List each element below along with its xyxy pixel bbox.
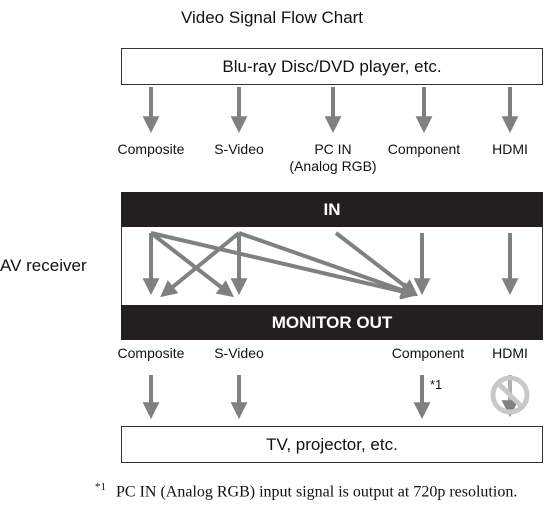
output-label-composite: Composite — [117, 345, 185, 361]
output-label-svideo: S-Video — [214, 345, 264, 361]
component-output-footnote-marker: *1 — [430, 377, 443, 392]
route-composite-component — [150, 231, 418, 300]
route-composite-svideo — [149, 231, 234, 298]
input-label-composite: Composite — [117, 141, 185, 157]
output-label-component: Component — [391, 345, 465, 361]
source-device-box: Blu-ray Disc/DVD player, etc. — [121, 48, 543, 85]
in-bar: IN — [121, 192, 543, 227]
in-bar-label: IN — [323, 199, 341, 219]
receiver-label: AV receiver — [0, 256, 87, 275]
sink-device-box: TV, projector, etc. — [121, 426, 543, 463]
input-label-hdmi: HDMI — [492, 141, 528, 157]
route-svideo-component — [238, 231, 418, 299]
diagram-title: Video Signal Flow Chart — [180, 8, 364, 27]
source-device-label: Blu-ray Disc/DVD player, etc. — [222, 56, 442, 76]
sink-device-label: TV, projector, etc. — [266, 434, 398, 454]
receiver-body — [121, 227, 543, 305]
footnote: *1 PC IN (Analog RGB) input signal is out… — [95, 476, 535, 503]
route-svideo-composite — [160, 231, 241, 298]
input-label-pc-in: PC IN — [314, 141, 352, 157]
input-label-svideo: S-Video — [214, 141, 264, 157]
output-label-hdmi: HDMI — [492, 345, 528, 361]
input-label-pc-analog-rgb: (Analog RGB) — [289, 158, 377, 174]
footnote-mark: *1 — [95, 481, 106, 493]
input-label-component: Component — [387, 141, 461, 157]
footnote-text: PC IN (Analog RGB) input signal is outpu… — [116, 483, 518, 501]
route-pc-component — [334, 231, 418, 297]
hdmi-prohibited-icon — [490, 375, 530, 418]
monitor-out-label: MONITOR OUT — [271, 312, 393, 332]
monitor-out-bar: MONITOR OUT — [121, 305, 543, 340]
